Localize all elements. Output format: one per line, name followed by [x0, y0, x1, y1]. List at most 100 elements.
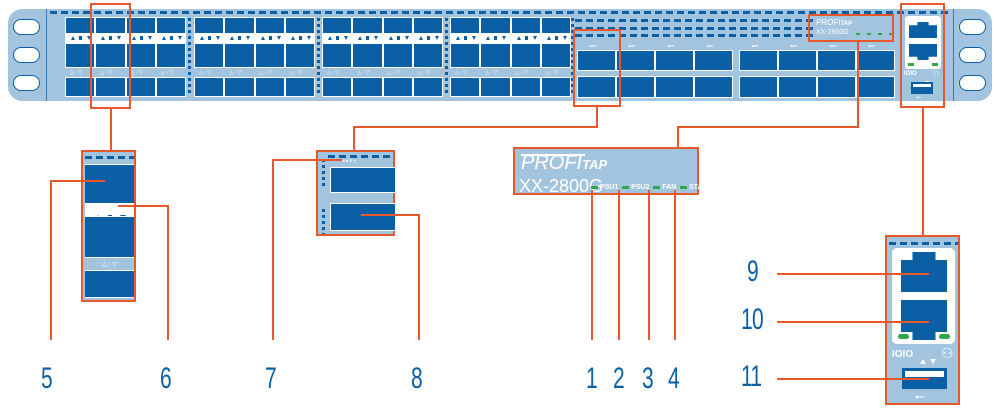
brand-suffix: TAP [840, 21, 853, 27]
sfp-port[interactable] [284, 43, 315, 68]
sfp-port[interactable] [382, 43, 413, 68]
sfp-port[interactable] [155, 77, 186, 97]
sfp-port[interactable] [480, 77, 511, 97]
sfp-port[interactable] [352, 43, 383, 68]
qsfp-port[interactable] [616, 50, 655, 71]
vent-dots [571, 18, 574, 96]
sfp-port[interactable] [254, 17, 285, 34]
rj45-port-9[interactable] [901, 252, 947, 292]
vent-dashes [575, 34, 815, 37]
qsfp-port[interactable] [778, 50, 817, 71]
sfp-port[interactable] [322, 17, 353, 34]
sfp-port-top[interactable] [85, 164, 134, 204]
qsfp-port[interactable] [739, 76, 778, 98]
rj45-port-lower[interactable] [909, 44, 937, 60]
sfp-port[interactable] [155, 43, 186, 68]
qsfp-port[interactable] [655, 76, 694, 98]
sfp-port[interactable] [322, 77, 353, 97]
led-up-icon [418, 36, 423, 40]
sfp-port[interactable] [224, 17, 255, 34]
callout-number-1: 1 [586, 362, 598, 395]
sfp-port[interactable] [65, 77, 96, 97]
sfp-port-bottom-b[interactable] [85, 270, 134, 298]
sfp-port[interactable] [284, 17, 315, 34]
sfp-port[interactable] [95, 43, 126, 68]
mgmt-port-frame [905, 16, 941, 69]
sfp-port[interactable] [254, 43, 285, 68]
sfp-port[interactable] [352, 77, 383, 97]
qsfp-led-glyph: ◂▴▾▪ [589, 43, 597, 48]
sfp-led-strip [510, 34, 541, 43]
sfp-port[interactable] [450, 43, 481, 68]
qsfp-port-upper[interactable] [330, 167, 396, 193]
qsfp-port[interactable] [694, 50, 733, 71]
qsfp-port[interactable] [817, 50, 856, 71]
sfp-led-strip [65, 34, 96, 43]
callout-number-2: 2 [613, 362, 625, 395]
sfp-port[interactable] [412, 17, 443, 34]
callout-line-6 [167, 205, 169, 340]
qsfp-port[interactable] [817, 76, 856, 98]
sfp-port[interactable] [480, 43, 511, 68]
sfp-port[interactable] [412, 77, 443, 97]
sfp-port[interactable] [510, 17, 541, 34]
activity-1010-icon: IOIO [892, 349, 914, 360]
link-arrows-icon [920, 351, 937, 369]
sfp-port-bottom-a[interactable] [85, 216, 134, 258]
connector-line [353, 126, 598, 128]
sfp-port[interactable] [510, 77, 541, 97]
callout-box-qsfp [573, 29, 621, 107]
sfp-port[interactable] [450, 77, 481, 97]
sfp-port[interactable] [480, 17, 511, 34]
qsfp-port[interactable] [856, 76, 895, 98]
sfp-port[interactable] [412, 43, 443, 68]
sfp-port[interactable] [224, 43, 255, 68]
usb-port[interactable] [911, 82, 933, 94]
mount-hole [959, 75, 986, 91]
sfp-port[interactable] [125, 17, 156, 34]
qsfp-port[interactable] [577, 76, 616, 98]
rj45-led-right [932, 63, 938, 66]
sfp-port[interactable] [382, 17, 413, 34]
qsfp-port[interactable] [739, 50, 778, 71]
sfp-port[interactable] [352, 17, 383, 34]
qsfp-port[interactable] [655, 50, 694, 71]
sfp-port[interactable] [382, 77, 413, 97]
qsfp-port[interactable] [778, 76, 817, 98]
brand-prefix: PROFI [521, 152, 583, 174]
sfp-port[interactable] [224, 77, 255, 97]
qsfp-led-glyph: ◂▴▾▪ [628, 43, 636, 48]
sfp-port[interactable] [322, 43, 353, 68]
qsfp-port[interactable] [694, 76, 733, 98]
usb-icon: ⭠ [916, 94, 922, 101]
sfp-port[interactable] [194, 43, 225, 68]
sfp-port[interactable] [125, 77, 156, 97]
sfp-port[interactable] [95, 17, 126, 34]
sfp-port[interactable] [65, 17, 96, 34]
sfp-port[interactable] [254, 77, 285, 97]
rj45-port-upper[interactable] [909, 22, 937, 38]
led-stat [680, 185, 688, 189]
led-label-psu1: PSU1 [599, 184, 619, 191]
sfp-port[interactable] [155, 17, 186, 34]
connector-line [677, 126, 859, 128]
sfp-led-glyph: △ ▫ ▽ [455, 70, 468, 76]
sfp-led-glyph: △ ▫ ▽ [289, 70, 302, 76]
sfp-port[interactable] [194, 77, 225, 97]
sfp-port[interactable] [510, 43, 541, 68]
sfp-port[interactable] [540, 17, 571, 34]
sfp-port[interactable] [450, 17, 481, 34]
qsfp-port-lower[interactable] [330, 203, 396, 231]
sfp-port[interactable] [540, 77, 571, 97]
sfp-port[interactable] [95, 77, 126, 97]
sfp-port[interactable] [194, 17, 225, 34]
sfp-port[interactable] [540, 43, 571, 68]
sfp-led-strip [322, 34, 353, 43]
qsfp-port[interactable] [856, 50, 895, 71]
qsfp-led-glyph: ◂▴▾▪ [751, 43, 759, 48]
qsfp-port[interactable] [616, 76, 655, 98]
led-label-fan: FAN [662, 184, 677, 191]
qsfp-port[interactable] [577, 50, 616, 71]
sfp-led-strip [412, 34, 443, 43]
sfp-port[interactable] [284, 77, 315, 97]
